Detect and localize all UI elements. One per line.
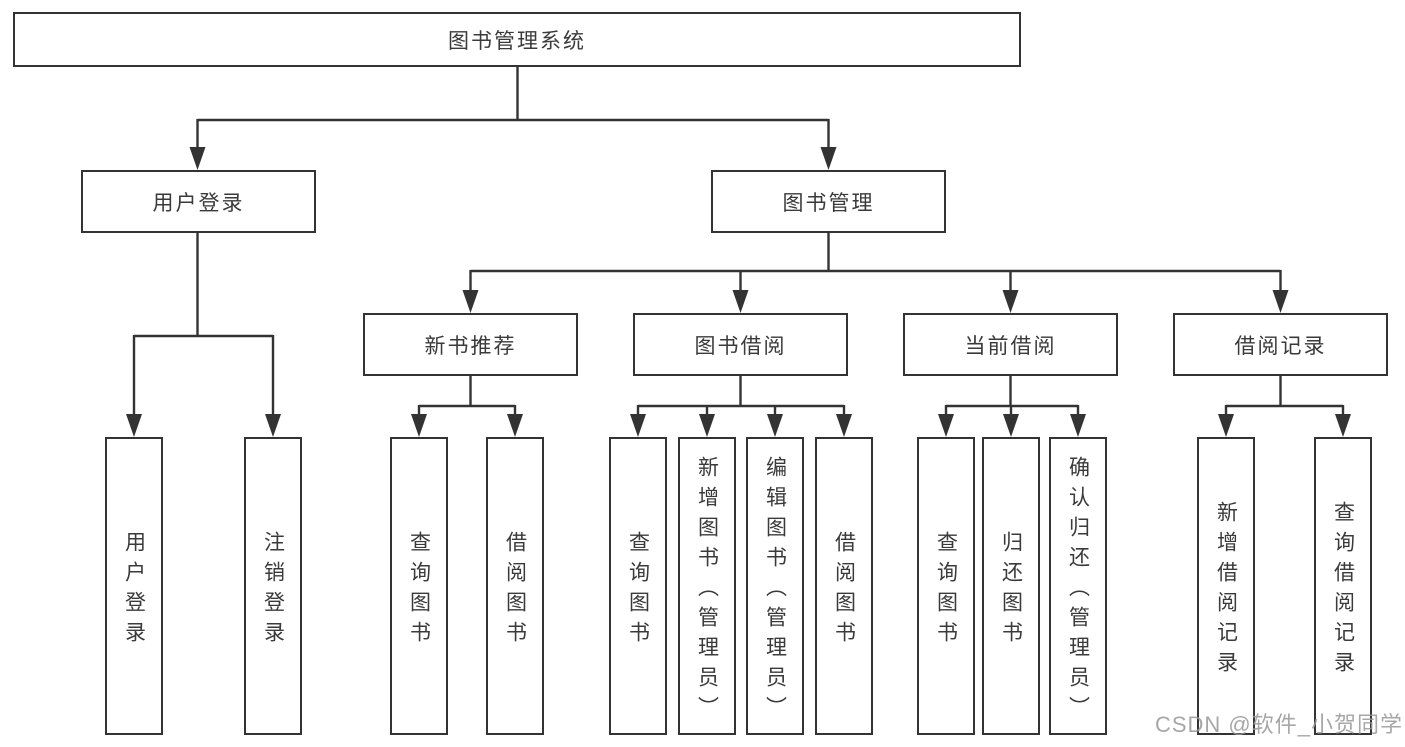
node-user-login: 用户登录 [81, 170, 316, 233]
leaf-query-books-current: 查询图书 [917, 437, 975, 735]
node-new-book-recommend: 新书推荐 [363, 313, 578, 376]
node-book-borrow: 图书借阅 [633, 313, 848, 376]
leaf-add-borrow-record: 新增借阅记录 [1197, 437, 1255, 735]
leaf-return-books: 归还图书 [982, 437, 1040, 735]
csdn-watermark: CSDN @软件_小贺同学 [1154, 712, 1403, 737]
leaf-query-books-recommend: 查询图书 [390, 437, 448, 735]
node-current-borrow-label: 当前借阅 [964, 334, 1057, 358]
node-borrow-records: 借阅记录 [1173, 313, 1388, 376]
leaf-borrow-books-recommend: 借阅图书 [486, 437, 544, 735]
node-user-login-label: 用户登录 [152, 191, 245, 215]
node-root-system: 图书管理系统 [13, 12, 1021, 67]
leaf-borrow-books-borrow: 借阅图书 [815, 437, 873, 735]
node-new-book-recommend-label: 新书推荐 [424, 334, 517, 358]
node-book-management-label: 图书管理 [782, 191, 875, 215]
node-borrow-records-label: 借阅记录 [1234, 334, 1327, 358]
leaf-user-login: 用户登录 [105, 437, 163, 735]
leaf-add-books-admin: 新增图书（管理员） [678, 437, 736, 735]
leaf-query-books-borrow: 查询图书 [609, 437, 667, 735]
leaf-confirm-return-admin: 确认归还（管理员） [1049, 437, 1107, 735]
leaf-logout-login: 注销登录 [244, 437, 302, 735]
leaf-query-borrow-record: 查询借阅记录 [1314, 437, 1372, 735]
node-book-management: 图书管理 [711, 170, 946, 233]
leaf-edit-books-admin: 编辑图书（管理员） [746, 437, 804, 735]
node-book-borrow-label: 图书借阅 [694, 334, 787, 358]
node-root-label: 图书管理系统 [448, 29, 586, 53]
node-current-borrow: 当前借阅 [903, 313, 1118, 376]
